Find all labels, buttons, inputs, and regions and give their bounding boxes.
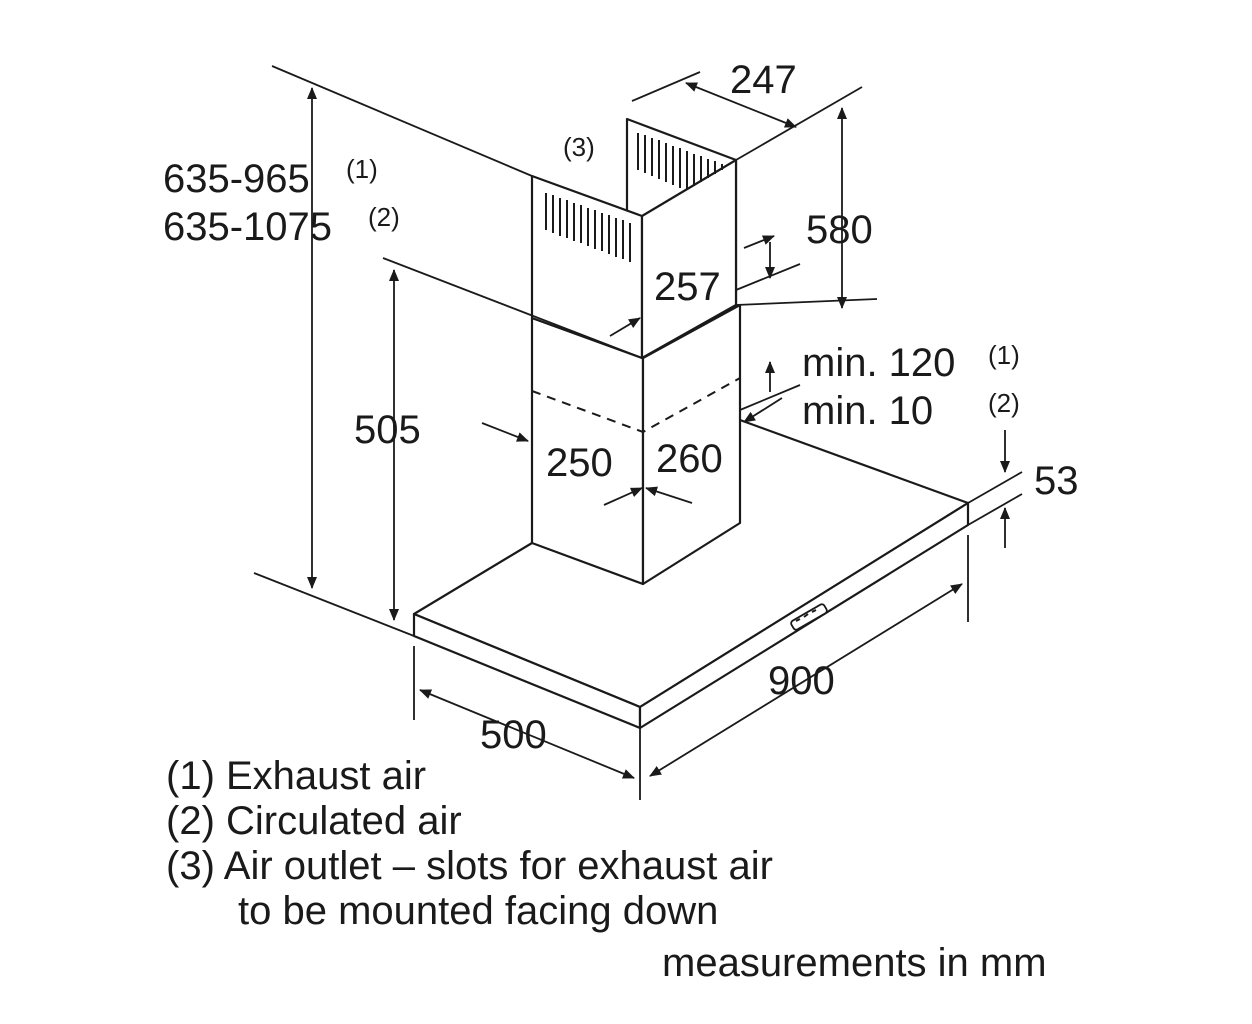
legend-item-exhaust-air: (1) Exhaust air bbox=[166, 754, 426, 798]
air-outlet-slots-front bbox=[545, 193, 631, 262]
label-height-circulated-note: (2) bbox=[368, 202, 400, 232]
extension-lines bbox=[253, 65, 1023, 800]
dim-arrow-500 bbox=[419, 689, 635, 779]
label-900: 900 bbox=[768, 659, 835, 703]
dim-arrow-257-top-cap bbox=[743, 235, 775, 249]
dim-arrow-900 bbox=[649, 583, 963, 777]
label-height-exhaust: 635-965 bbox=[163, 157, 310, 201]
label-250: 250 bbox=[546, 441, 613, 485]
legend-item-circulated-air: (2) Circulated air bbox=[166, 799, 462, 843]
dimension-arrows bbox=[307, 82, 1010, 779]
lower-chimney bbox=[530, 303, 742, 586]
upper-chimney bbox=[530, 117, 738, 360]
label-500: 500 bbox=[480, 713, 547, 757]
dimension-labels: 635-965 (1) 635-1075 (2) (3) 247 580 257… bbox=[163, 58, 1079, 757]
dim-arrow-247 bbox=[685, 82, 797, 128]
label-247: 247 bbox=[730, 58, 797, 102]
label-53: 53 bbox=[1034, 459, 1079, 503]
label-505: 505 bbox=[354, 408, 421, 452]
dim-arrow-257-bottom bbox=[609, 317, 641, 337]
label-257: 257 bbox=[654, 265, 721, 309]
label-min-exhaust: min. 120 bbox=[802, 341, 955, 385]
air-outlet-slots-back bbox=[637, 133, 723, 190]
legend: (1) Exhaust air (2) Circulated air (3) A… bbox=[166, 754, 773, 933]
dim-arrow-min-down bbox=[743, 397, 783, 423]
legend-item-air-outlet-continued: to be mounted facing down bbox=[238, 889, 718, 933]
label-air-outlet-callout: (3) bbox=[563, 132, 595, 162]
label-min-circulated-note: (2) bbox=[988, 388, 1020, 418]
label-min-circulated: min. 10 bbox=[802, 389, 933, 433]
lower-chimney-side bbox=[641, 303, 742, 586]
dim-arrow-260-right bbox=[645, 486, 693, 504]
label-height-circulated: 635-1075 bbox=[163, 205, 332, 249]
label-height-exhaust-note: (1) bbox=[346, 154, 378, 184]
legend-item-air-outlet: (3) Air outlet – slots for exhaust air bbox=[166, 844, 773, 888]
dim-arrow-260-left bbox=[603, 487, 643, 506]
label-260: 260 bbox=[656, 437, 723, 481]
label-580: 580 bbox=[806, 208, 873, 252]
units-note: measurements in mm bbox=[662, 941, 1047, 985]
hidden-chimney-base bbox=[531, 377, 741, 434]
label-min-exhaust-note: (1) bbox=[988, 340, 1020, 370]
dim-arrow-250 bbox=[481, 422, 529, 442]
